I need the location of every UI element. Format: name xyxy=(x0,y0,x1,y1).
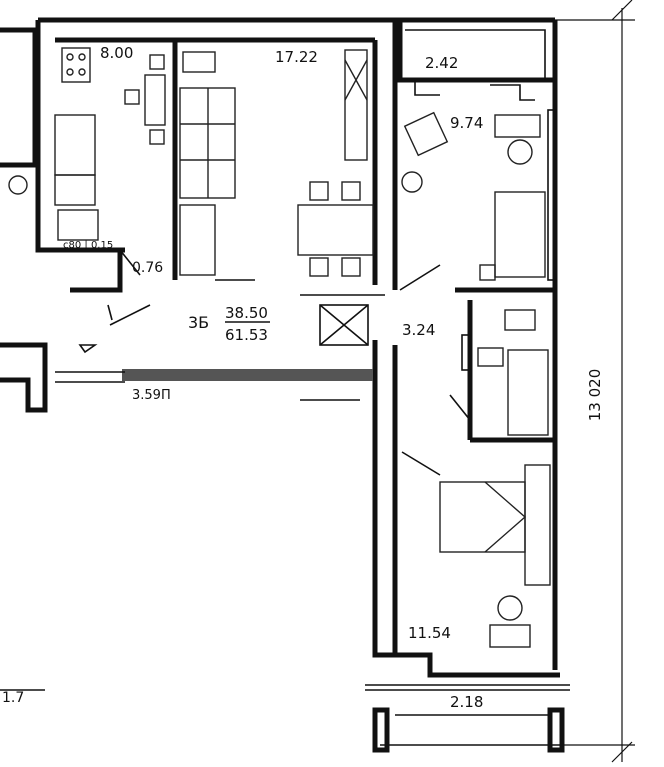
armchair xyxy=(403,111,449,157)
balcony-top-area-label: 2.42 xyxy=(425,54,458,72)
bathtub xyxy=(507,349,549,436)
bedroom-small-area-label: 9.74 xyxy=(450,114,483,132)
tv-unit xyxy=(344,49,368,161)
bedroom-small-furniture xyxy=(399,109,557,291)
bathroom-fixtures xyxy=(449,309,549,436)
toilet-area-label: 0.76 xyxy=(132,260,163,276)
living-area-value: 38.50 xyxy=(225,304,268,322)
room-labels: 8.00 17.22 2.42 9.74 3.24 0.76 11.54 2.1… xyxy=(2,44,483,711)
stove-icon xyxy=(61,47,91,83)
balcony-top xyxy=(405,29,546,101)
living-room-area-label: 17.22 xyxy=(275,48,318,66)
wardrobe-bedroom xyxy=(524,464,551,586)
wardrobe xyxy=(179,204,216,276)
kitchen-table xyxy=(144,74,166,126)
bed-large xyxy=(439,481,526,553)
exterior-walls xyxy=(35,17,560,678)
balcony-bottom xyxy=(365,684,570,753)
bathroom-area-label: 3.24 xyxy=(402,321,435,339)
apartment-summary: 3Б 38.50 61.53 xyxy=(188,304,270,344)
bedroom-large-furniture xyxy=(401,451,551,648)
living-room-furniture xyxy=(179,49,374,281)
bedroom-large-area-label: 11.54 xyxy=(408,624,451,642)
kitchen-furniture xyxy=(54,47,166,276)
overall-dimension-label: 13 020 xyxy=(586,369,604,422)
sink-icon xyxy=(54,174,96,206)
balcony-bottom-area-label: 2.18 xyxy=(450,693,483,711)
left-partial-label: 1.7 xyxy=(2,690,24,706)
toilet-icon xyxy=(504,309,536,331)
bed-small xyxy=(494,191,546,278)
hall-details xyxy=(78,294,385,354)
neighbor-unit-left xyxy=(0,27,48,691)
dining-table xyxy=(297,204,374,256)
washbasin-icon xyxy=(477,347,504,367)
total-area-value: 61.53 xyxy=(225,326,268,344)
stair-label: 3.59П xyxy=(132,388,171,403)
overall-dimension-line xyxy=(555,0,635,763)
corridor-slab xyxy=(55,369,373,401)
apartment-code: 3Б xyxy=(188,313,209,332)
lamp-icon xyxy=(507,139,533,165)
kitchen-area-label: 8.00 xyxy=(100,44,133,62)
appliance-label: с80 | 0.15 xyxy=(63,240,113,251)
